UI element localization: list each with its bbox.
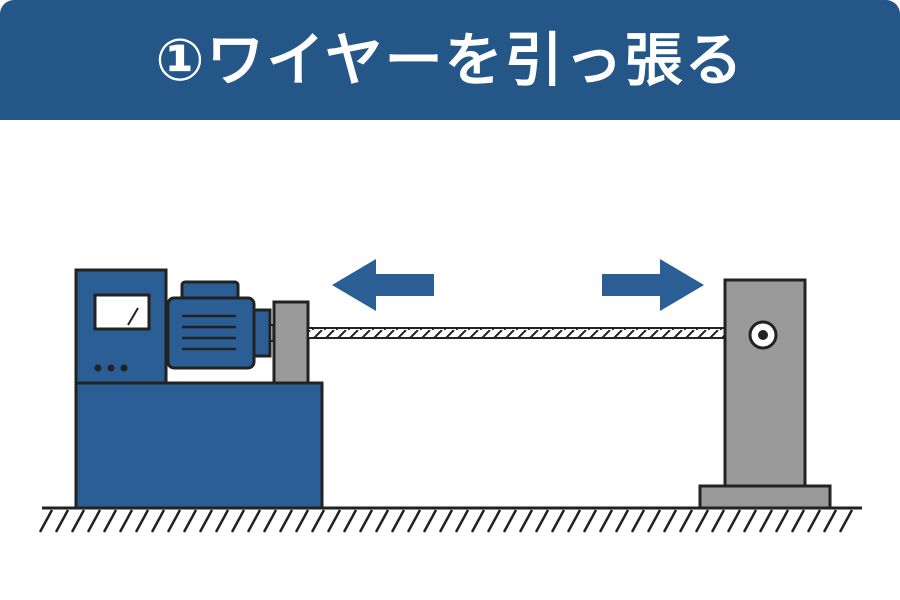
left-arrow-icon <box>332 259 434 311</box>
hatch-line <box>822 509 838 533</box>
hatch-line <box>358 509 374 533</box>
hatch-line <box>630 509 646 533</box>
hatch-line <box>246 509 262 533</box>
hatch-line <box>310 509 326 533</box>
wire <box>307 327 757 339</box>
page-title: ①ワイヤーを引っ張る <box>155 26 745 94</box>
gauge-icon <box>93 293 151 331</box>
hatch-line <box>662 509 678 533</box>
hatch-line <box>710 509 726 533</box>
hatch-line <box>758 509 774 533</box>
hatch-line <box>726 509 742 533</box>
hatch-line <box>774 509 790 533</box>
hatch-line <box>502 509 518 533</box>
hatch-line <box>406 509 422 533</box>
hatch-line <box>262 509 278 533</box>
hatch-line <box>54 509 70 533</box>
hatch-line <box>70 509 86 533</box>
hatch-line <box>646 509 662 533</box>
anchor-post <box>698 278 832 510</box>
hatch-line <box>230 509 246 533</box>
ground-hatching <box>38 509 854 533</box>
grip-clamp <box>272 300 310 385</box>
hatch-line <box>534 509 550 533</box>
hatch-line <box>102 509 118 533</box>
hatch-line <box>150 509 166 533</box>
motor <box>166 280 277 370</box>
hatch-line <box>438 509 454 533</box>
hatch-line <box>86 509 102 533</box>
hatch-line <box>838 509 854 533</box>
title-banner: ①ワイヤーを引っ張る <box>0 0 900 120</box>
hatch-line <box>742 509 758 533</box>
hatch-line <box>342 509 358 533</box>
hatch-line <box>582 509 598 533</box>
hatch-line <box>598 509 614 533</box>
hatch-line <box>454 509 470 533</box>
ground <box>38 506 862 533</box>
hatch-line <box>518 509 534 533</box>
hatch-line <box>326 509 342 533</box>
diagram-svg <box>38 259 862 533</box>
hatch-line <box>694 509 710 533</box>
hatch-line <box>550 509 566 533</box>
control-box <box>74 268 168 385</box>
hatch-line <box>390 509 406 533</box>
hatch-line <box>790 509 806 533</box>
hatch-line <box>278 509 294 533</box>
hatch-line <box>134 509 150 533</box>
hatch-line <box>422 509 438 533</box>
tensile-test-diagram <box>0 120 900 600</box>
hatch-line <box>614 509 630 533</box>
indicator-dots <box>94 364 128 372</box>
hatch-line <box>198 509 214 533</box>
hatch-line <box>806 509 822 533</box>
hatch-line <box>182 509 198 533</box>
hatch-line <box>486 509 502 533</box>
hatch-line <box>166 509 182 533</box>
hatch-line <box>566 509 582 533</box>
hatch-line <box>214 509 230 533</box>
hatch-line <box>294 509 310 533</box>
machine-base <box>74 381 324 510</box>
hatch-line <box>374 509 390 533</box>
right-arrow-icon <box>602 259 704 311</box>
hatch-line <box>678 509 694 533</box>
hatch-line <box>38 509 54 533</box>
hatch-line <box>118 509 134 533</box>
hatch-line <box>470 509 486 533</box>
